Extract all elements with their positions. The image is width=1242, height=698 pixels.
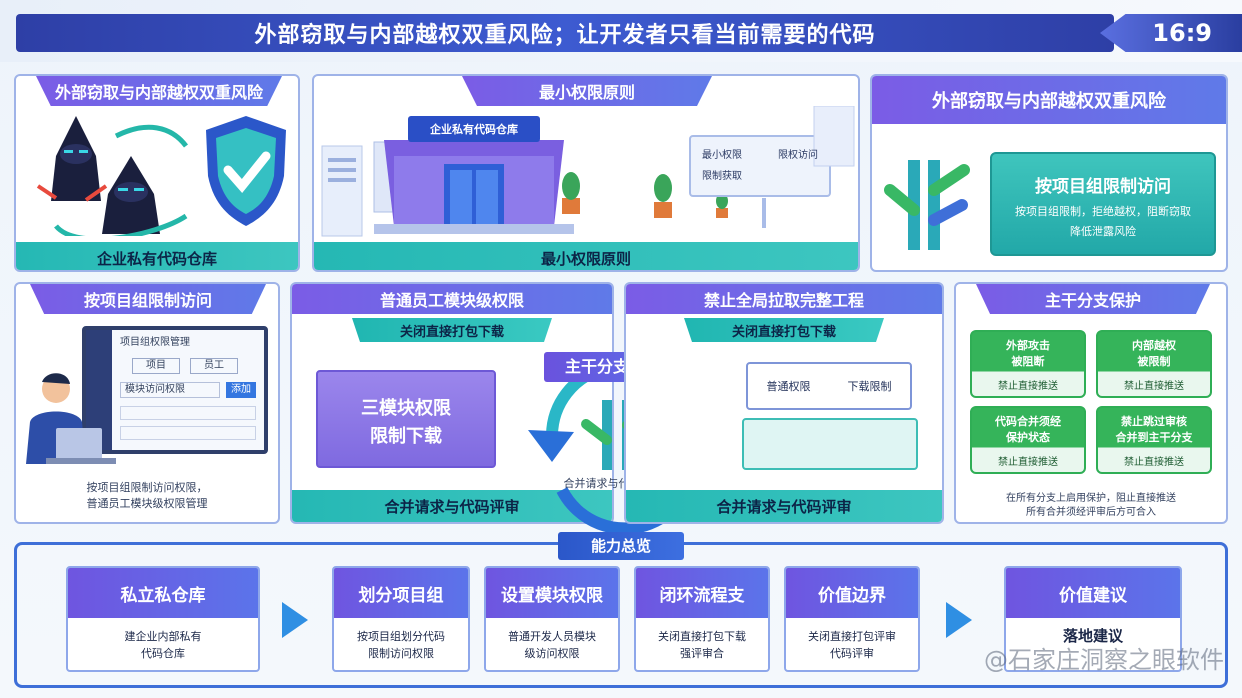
plant-icon: [654, 174, 672, 218]
panel-module-permission-title: 普通员工模块级权限: [292, 284, 612, 314]
arrow-right-icon: [282, 602, 308, 638]
caption-line: 普通员工模块级权限管理: [86, 497, 208, 510]
overview-item-line: 落地建议: [1062, 627, 1123, 645]
panel-least-privilege-title: 最小权限原则: [462, 76, 712, 106]
protection-box-note: 禁止直接推送: [1124, 381, 1184, 392]
protection-box-title: 外部攻击 被阻断: [1006, 339, 1050, 368]
protection-box: 外部攻击 被阻断 禁止直接推送: [970, 330, 1086, 398]
overview-item-title: 闭环流程支: [636, 568, 768, 618]
screen-button-project[interactable]: 项目: [132, 358, 180, 374]
panel-trunk-protection-title: 主干分支保护: [976, 284, 1210, 314]
permission-board: 最小权限 限权访问 限制获取: [696, 142, 824, 192]
overlay-line: 限制下载: [370, 426, 442, 447]
pull-restriction-text: 普通权限: [766, 380, 811, 393]
overview-item-line: 关闭直接打包下载: [658, 630, 746, 643]
pull-restriction-lower: [742, 418, 918, 470]
panel-no-full-pull-title: 禁止全局拉取完整工程: [626, 284, 942, 314]
overview-item-line: 代码仓库: [141, 647, 185, 660]
protection-box-note: 禁止直接推送: [1124, 457, 1184, 468]
screen-field[interactable]: 模块访问权限: [120, 382, 220, 398]
protection-box-note: 禁止直接推送: [998, 381, 1058, 392]
arrow-right-icon: [946, 602, 972, 638]
protection-box-title: 禁止跳过审核 合并到主干分支: [1115, 415, 1193, 444]
panel-least-privilege: 最小权限原则 企业私有代码仓库: [312, 74, 860, 272]
overview-item-line: 按项目组划分代码: [357, 630, 445, 643]
overlay-line: 三模块权限: [361, 398, 451, 419]
panel-dual-risk-band: 企业私有代码仓库: [16, 242, 298, 270]
caption-line: 按项目组限制访问权限，: [86, 481, 208, 494]
panel-module-permission-subtitle: 关闭直接打包下载: [352, 318, 552, 342]
overview-item: 价值建议 落地建议: [1004, 566, 1182, 672]
screen-button-staff[interactable]: 员工: [190, 358, 238, 374]
repository-building-illustration: [321, 106, 855, 237]
overview-item: 价值边界 关闭直接打包评审 代码评审: [784, 566, 920, 672]
protection-box-title: 代码合并须经 保护状态: [995, 415, 1061, 444]
overview-item-line: 关闭直接打包评审: [808, 630, 896, 643]
overview-item-title: 设置模块权限: [486, 568, 618, 618]
pull-restriction-text: 下载限制: [847, 380, 892, 393]
panel-dual-risk-title: 外部窃取与内部越权双重风险: [36, 76, 282, 106]
watermark: @石家庄洞察之眼软件: [984, 646, 1224, 674]
aspect-ratio-badge: 16:9: [1100, 14, 1242, 52]
pull-restriction-box: 普通权限 下载限制: [746, 362, 912, 410]
panel-trunk-protection: 主干分支保护 外部攻击 被阻断 禁止直接推送 内部越权 被限制 禁止直接推送 代…: [954, 282, 1228, 524]
overview-item-line: 建企业内部私有: [124, 630, 202, 643]
overview-item-title: 价值边界: [786, 568, 918, 618]
project-restriction-box: 按项目组限制访问 按项目组限制，拒绝越权，阻断窃取 降低泄露风险: [990, 152, 1216, 256]
protection-box: 代码合并须经 保护状态 禁止直接推送: [970, 406, 1086, 474]
hacker-icon: [51, 116, 101, 201]
developer-illustration: [26, 373, 116, 464]
project-access-caption: 按项目组限制访问权限， 普通员工模块级权限管理: [16, 480, 278, 512]
panel-no-full-pull-subtitle: 关闭直接打包下载: [684, 318, 884, 342]
protection-box-note: 禁止直接推送: [998, 457, 1058, 468]
trunk-protection-caption: 在所有分支上启用保护，阻止直接推送 所有合并须经评审后方可合入: [956, 492, 1226, 520]
board-line: 限权访问: [778, 150, 818, 161]
shield-check-icon: [206, 116, 286, 226]
protection-box: 禁止跳过审核 合并到主干分支 禁止直接推送: [1096, 406, 1212, 474]
overview-item-line: 普通开发人员模块: [508, 630, 596, 643]
caption-line: 所有合并须经评审后方可合入: [1026, 507, 1156, 518]
overview-item: 设置模块权限 普通开发人员模块 级访问权限: [484, 566, 620, 672]
board-line: 最小权限: [702, 150, 742, 161]
header: 外部窃取与内部越权双重风险；让开发者只看当前需要的代码 16:9: [0, 0, 1242, 62]
protection-box-title: 内部越权 被限制: [1132, 339, 1176, 368]
panel-dual-risk: 外部窃取与内部越权双重风险 企业私有代码仓库: [14, 74, 300, 272]
building-icon: [374, 116, 574, 234]
panel-no-full-pull: 禁止全局拉取完整工程 关闭直接打包下载 普通权限 下载限制 合并请求与代码评审: [624, 282, 944, 524]
project-restriction-box-line: 按项目组限制，拒绝越权，阻断窃取: [1015, 205, 1191, 218]
overview-item: 私立私仓库 建企业内部私有 代码仓库: [66, 566, 260, 672]
screen-header: 项目组权限管理: [120, 337, 190, 348]
plant-icon: [562, 172, 580, 214]
tree-branch-icon: [884, 160, 970, 250]
panel-project-access-title: 按项目组限制访问: [30, 284, 266, 314]
overview-label: 能力总览: [558, 532, 684, 560]
panel-project-restriction: 外部窃取与内部越权双重风险 按项目组限制访问 按项目组限制，拒绝越权，阻断窃取 …: [870, 74, 1228, 272]
board-line: 限制获取: [702, 171, 742, 182]
hacker-icon: [102, 156, 160, 234]
overview-item: 闭环流程支 关闭直接打包下载 强评审合: [634, 566, 770, 672]
screen-add-button[interactable]: 添加: [226, 382, 256, 398]
module-overlay: 三模块权限 限制下载: [316, 370, 496, 468]
overview-item-title: 划分项目组: [334, 568, 468, 618]
overview-item-line: 级访问权限: [524, 647, 580, 660]
panel-least-privilege-band: 最小权限原则: [314, 242, 858, 270]
page-title: 外部窃取与内部越权双重风险；让开发者只看当前需要的代码: [16, 14, 1114, 52]
panel-project-access: 按项目组限制访问 项目组权限管理 项目 员工 模块访问权限 添加 按项目组限制访…: [14, 282, 280, 524]
project-restriction-box-title: 按项目组限制访问: [1035, 177, 1171, 197]
overview-item-title: 价值建议: [1006, 568, 1180, 618]
panel-no-full-pull-band: 合并请求与代码评审: [626, 490, 942, 522]
protection-box: 内部越权 被限制 禁止直接推送: [1096, 330, 1212, 398]
panel-project-restriction-title: 外部窃取与内部越权双重风险: [872, 76, 1226, 124]
hacker-shield-illustration: [36, 116, 286, 236]
overview-item-title: 私立私仓库: [68, 568, 258, 618]
caption-line: 在所有分支上启用保护，阻止直接推送: [1006, 493, 1176, 504]
overview-item: 划分项目组 按项目组划分代码 限制访问权限: [332, 566, 470, 672]
project-restriction-box-line: 降低泄露风险: [1070, 225, 1136, 238]
overview-item-line: 代码评审: [830, 647, 874, 660]
building-sign: 企业私有代码仓库: [430, 123, 518, 136]
overview-item-line: 强评审合: [680, 647, 724, 660]
overview-item-line: 限制访问权限: [368, 647, 434, 660]
